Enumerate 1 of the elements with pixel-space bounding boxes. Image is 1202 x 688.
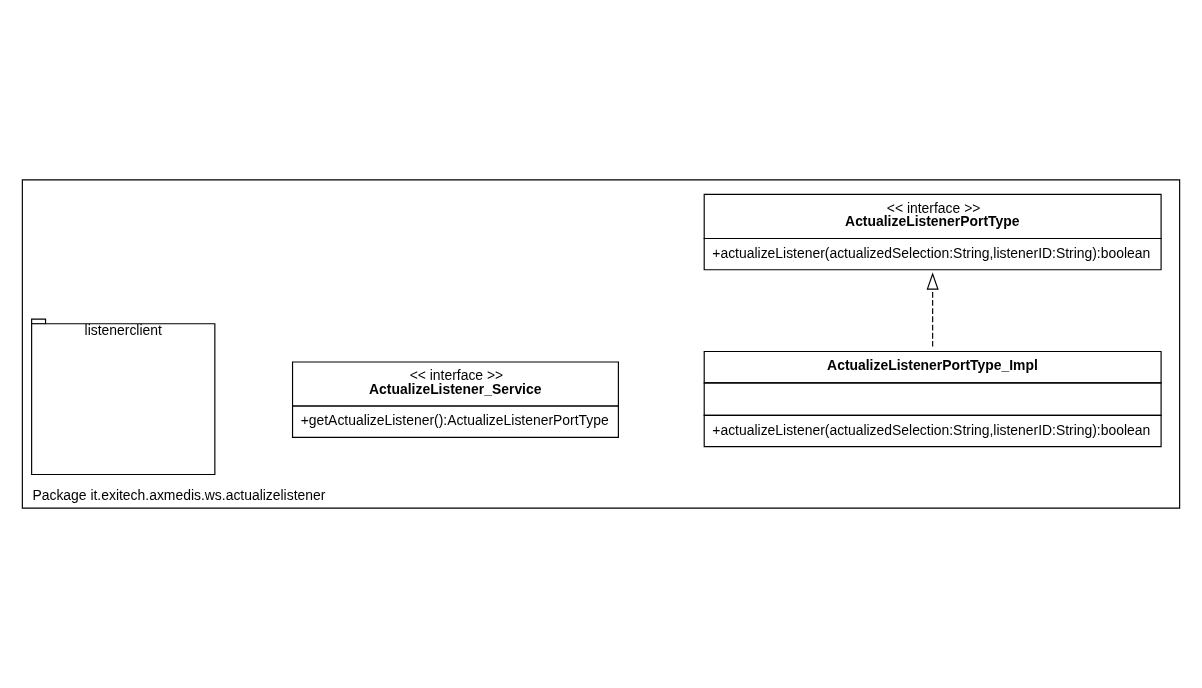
arrow: [926, 272, 939, 348]
